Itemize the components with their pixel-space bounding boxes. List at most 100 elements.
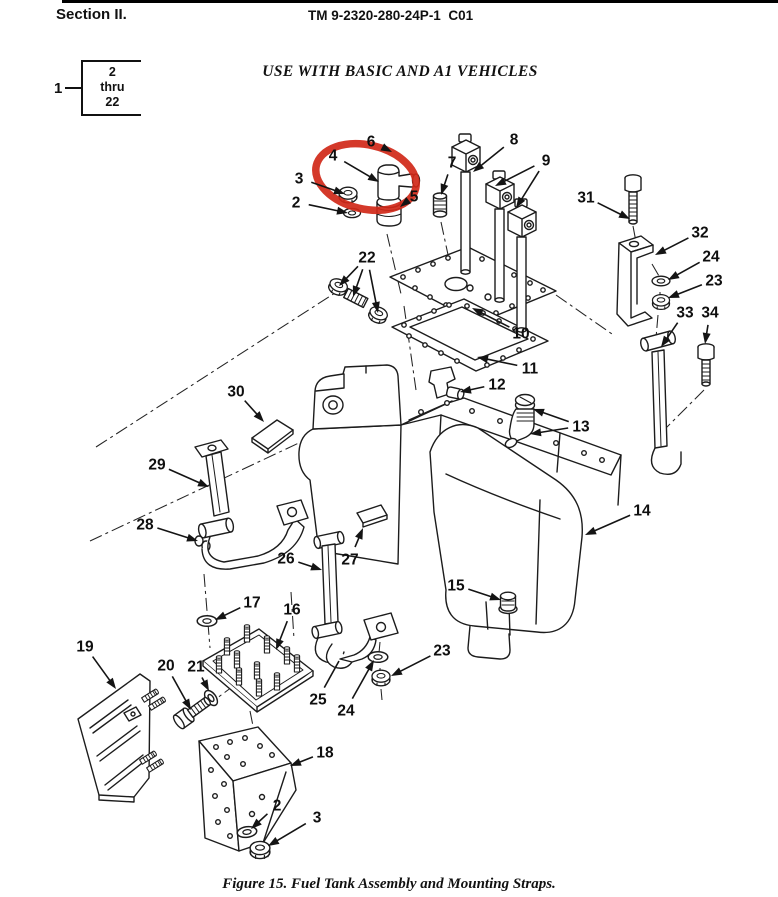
washer-24-right <box>651 275 671 287</box>
tank-shield-14 <box>429 423 583 660</box>
vent-fitting-7 <box>432 192 448 218</box>
callout-16-leader <box>278 620 289 642</box>
callout-10-arrowhead <box>472 308 484 317</box>
callout-21: 21 <box>187 659 205 676</box>
drain-plug-15 <box>498 591 518 615</box>
callout-27: 27 <box>341 552 358 569</box>
callout-3-arrowhead <box>268 836 280 846</box>
callout-23-leader <box>398 655 431 673</box>
mounting-strap-26 <box>311 530 345 664</box>
effectivity-line-1: 2 <box>108 65 116 79</box>
callout-23-leader <box>676 283 703 296</box>
callout-23: 23 <box>433 643 451 660</box>
callout-2-arrowhead <box>336 206 348 215</box>
callout-31-leader <box>597 202 623 216</box>
callout-3: 3 <box>313 810 322 827</box>
callout-32: 32 <box>691 225 708 242</box>
callout-3-arrowhead <box>333 186 345 195</box>
callout-23: 23 <box>705 273 723 290</box>
callout-24-leader <box>675 261 701 277</box>
callout-31-arrowhead <box>618 210 630 219</box>
callout-15-leader <box>468 588 493 598</box>
bolt-20-washer-21 <box>172 689 219 730</box>
callout-22-arrowhead <box>352 285 361 297</box>
callout-18-arrowhead <box>290 758 302 766</box>
callout-28: 28 <box>136 517 154 534</box>
callout-4-leader <box>343 160 372 179</box>
callout-22: 22 <box>358 250 375 267</box>
callout-3-leader <box>311 181 337 192</box>
callout-21-arrowhead <box>200 679 209 691</box>
callout-19: 19 <box>76 639 94 656</box>
callout-19-leader <box>91 656 112 683</box>
callout-11-leader <box>485 358 518 367</box>
callout-22-arrowhead <box>371 301 380 313</box>
callout-25: 25 <box>309 692 327 709</box>
page-top-rule <box>62 0 778 3</box>
callout-24: 24 <box>337 703 355 720</box>
callout-28-arrowhead <box>186 533 198 542</box>
gusset-plate-19 <box>77 673 167 803</box>
spacer-plate-27 <box>356 504 388 528</box>
mounting-bracket-18 <box>198 726 297 860</box>
gasket-11 <box>391 298 549 372</box>
effectivity-box: 2 thru 22 <box>81 60 142 116</box>
callout-10-leader <box>479 311 510 328</box>
locknut-23-right <box>651 293 671 311</box>
washer-17 <box>196 614 218 628</box>
callout-6-arrowhead <box>380 143 392 152</box>
callout-13-leader <box>538 427 569 434</box>
callout-16-arrowhead <box>276 638 284 650</box>
locknut-23-lower <box>371 669 391 687</box>
callout-22-leader <box>344 265 359 281</box>
callout-19-arrowhead <box>106 677 116 689</box>
usage-note: USE WITH BASIC AND A1 VEHICLES <box>262 63 538 80</box>
callout-8-leader <box>479 146 505 167</box>
callout-20-arrowhead <box>182 698 191 710</box>
callout-2-leader <box>257 813 268 824</box>
callout-25-leader <box>323 660 340 689</box>
callout-14-leader <box>592 514 631 533</box>
callout-22-leader <box>368 269 378 305</box>
callout-11: 11 <box>522 361 539 378</box>
callout-9-arrowhead <box>516 196 526 208</box>
callout-29-leader <box>168 468 202 485</box>
callout-32-arrowhead <box>655 246 667 255</box>
spacer-plate-30 <box>251 419 294 454</box>
callout-22-arrowhead <box>339 275 350 286</box>
mounting-strap-29 <box>194 439 309 570</box>
callout-24-leader <box>351 667 371 700</box>
callout-24-arrowhead <box>668 271 680 280</box>
callout-6: 6 <box>367 134 376 151</box>
callout-18: 18 <box>316 745 334 762</box>
callout-20: 20 <box>157 658 174 675</box>
callout-33-arrowhead <box>661 335 671 347</box>
stud-plate-16 <box>196 614 314 713</box>
callout-34: 34 <box>701 305 719 322</box>
callout-33-leader <box>665 322 679 341</box>
callout-2-leader <box>308 203 340 212</box>
callout-7-arrowhead <box>440 183 449 195</box>
callout-7: 7 <box>448 155 457 172</box>
callout-12-arrowhead <box>460 385 472 394</box>
callout-34-arrowhead <box>702 332 711 344</box>
callout-1-leader <box>65 87 82 89</box>
vent-elbow-13 <box>504 393 536 449</box>
callout-11-arrowhead <box>477 355 489 364</box>
callout-16: 16 <box>283 602 301 619</box>
callout-24: 24 <box>702 249 720 266</box>
callout-9-leader <box>520 170 540 201</box>
callout-13-leader <box>541 411 570 423</box>
callout-9-arrowhead <box>495 177 507 186</box>
strap-arm-25 <box>325 612 399 687</box>
callout-8: 8 <box>510 132 519 149</box>
callout-17-leader <box>222 606 241 617</box>
callout-2-arrowhead <box>251 818 262 829</box>
callout-24-arrowhead <box>365 660 374 672</box>
callout-20-leader <box>171 675 188 703</box>
callout-12-leader <box>468 385 485 391</box>
callout-30: 30 <box>227 384 244 401</box>
callout-2: 2 <box>273 798 282 815</box>
